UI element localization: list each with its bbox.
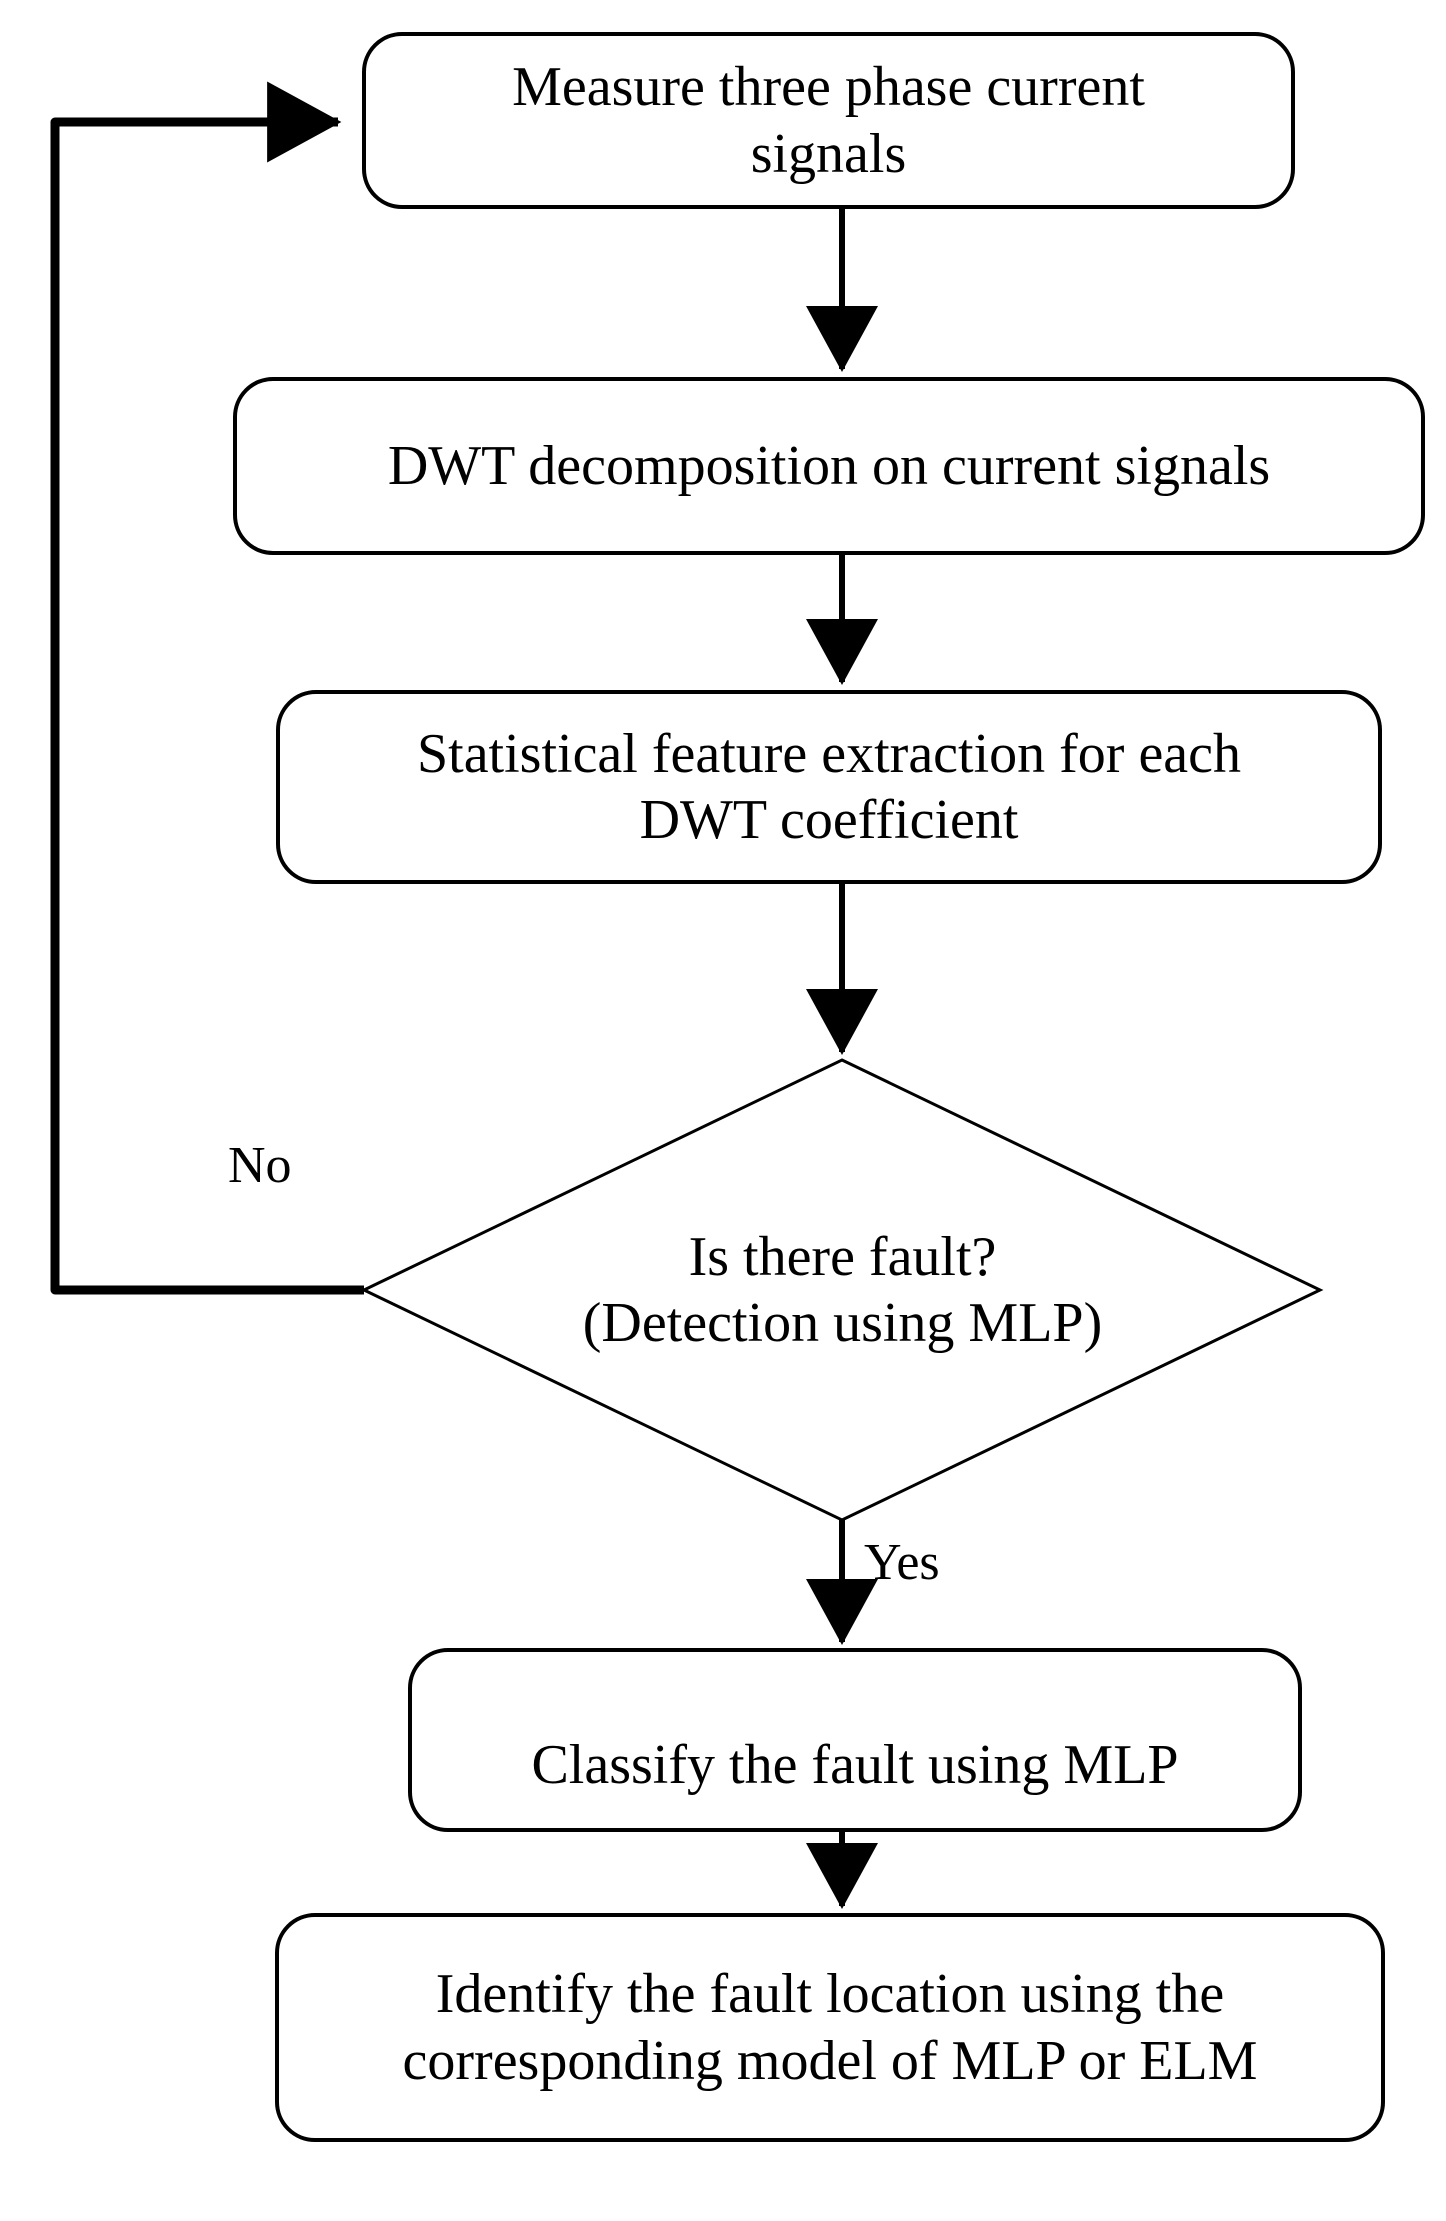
node-dwt-decomposition: [233, 377, 1425, 555]
edge-label-no: No: [228, 1137, 292, 1194]
node-decision-diamond: [360, 1058, 1324, 1522]
node-identify-location: [275, 1913, 1385, 2142]
node-measure: [362, 32, 1295, 209]
edge-decision-no-feedback: [50, 81, 364, 1295]
edge-label-yes: Yes: [864, 1534, 940, 1591]
node-classify: [408, 1648, 1302, 1832]
node-feature-extraction: [276, 690, 1382, 884]
